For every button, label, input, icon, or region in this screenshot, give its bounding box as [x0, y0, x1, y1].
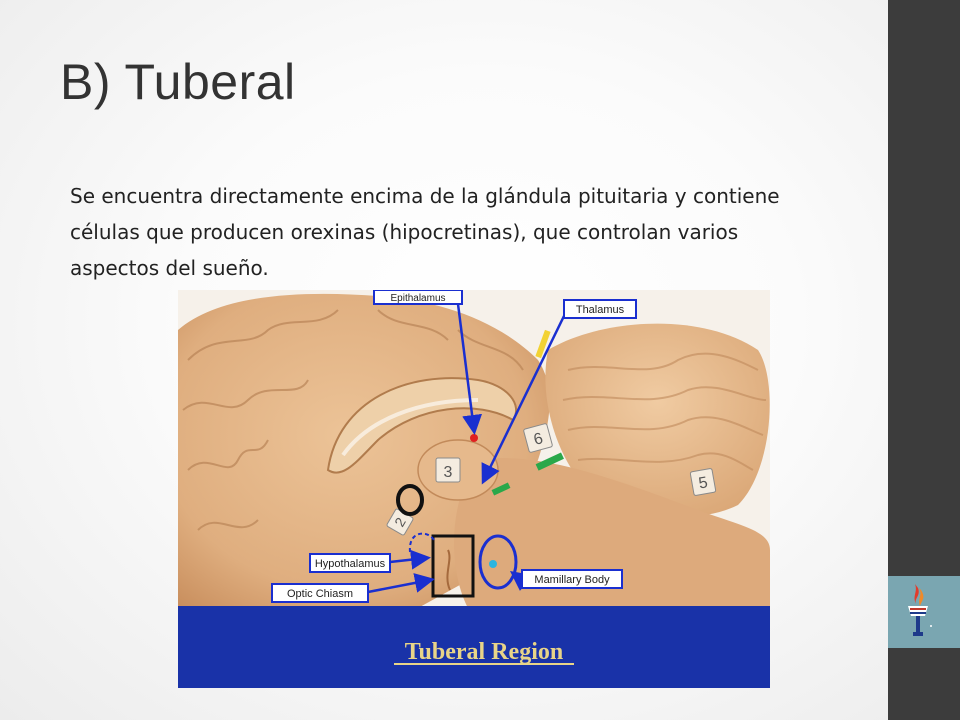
brain-illustration: 3 6 5 2: [178, 290, 770, 688]
optic-chiasm-arrow: [367, 573, 435, 594]
marker-6: 6: [523, 423, 553, 453]
svg-text:Hypothalamus: Hypothalamus: [315, 558, 386, 570]
slide-body-text: Se encuentra directamente encima de la g…: [70, 184, 780, 280]
svg-text:3: 3: [444, 464, 453, 481]
caption-band: [178, 606, 770, 688]
red-pin: [470, 434, 478, 442]
svg-text:Mamillary Body: Mamillary Body: [534, 574, 610, 586]
blue-pin: [489, 560, 497, 568]
marker-2: 2: [386, 508, 414, 536]
svg-text:6: 6: [532, 430, 545, 449]
mamillary-arrow: [510, 571, 532, 591]
svg-text:Epithalamus: Epithalamus: [390, 293, 445, 304]
label-hypothalamus: Hypothalamus: [309, 553, 391, 573]
green-pin: [535, 452, 564, 471]
torch-icon: [908, 584, 932, 636]
thalamus-arrow: [481, 315, 566, 485]
brain-section-figure: 3 6 5 2: [178, 290, 770, 688]
yellow-pin: [535, 329, 551, 359]
hypothalamus-arrow: [389, 549, 431, 570]
cerebellum-folia: [562, 352, 767, 471]
label-mamillary-body: Mamillary Body: [521, 569, 623, 589]
torch-logo-tile: [888, 576, 960, 648]
marker-5: 5: [689, 468, 717, 496]
label-epithalamus: Epithalamus: [373, 290, 463, 305]
marker-3: 3: [435, 457, 461, 483]
mamillary-body-circle: [478, 534, 518, 590]
green-pin: [491, 482, 511, 496]
label-thalamus: Thalamus: [563, 299, 637, 319]
svg-text:Optic Chiasm: Optic Chiasm: [287, 588, 353, 600]
svg-text:Thalamus: Thalamus: [576, 304, 625, 316]
tuberal-region-box: [431, 534, 475, 598]
label-optic-chiasm: Optic Chiasm: [271, 583, 369, 603]
black-circle-marker: [396, 484, 424, 516]
epithalamus-arrow: [456, 303, 483, 435]
gyri-folds: [182, 309, 524, 531]
slide-title: B) Tuberal: [60, 54, 296, 110]
svg-text:5: 5: [697, 474, 709, 492]
figure-caption: Tuberal Region: [405, 639, 563, 665]
cerebellum-tissue: [545, 323, 770, 517]
